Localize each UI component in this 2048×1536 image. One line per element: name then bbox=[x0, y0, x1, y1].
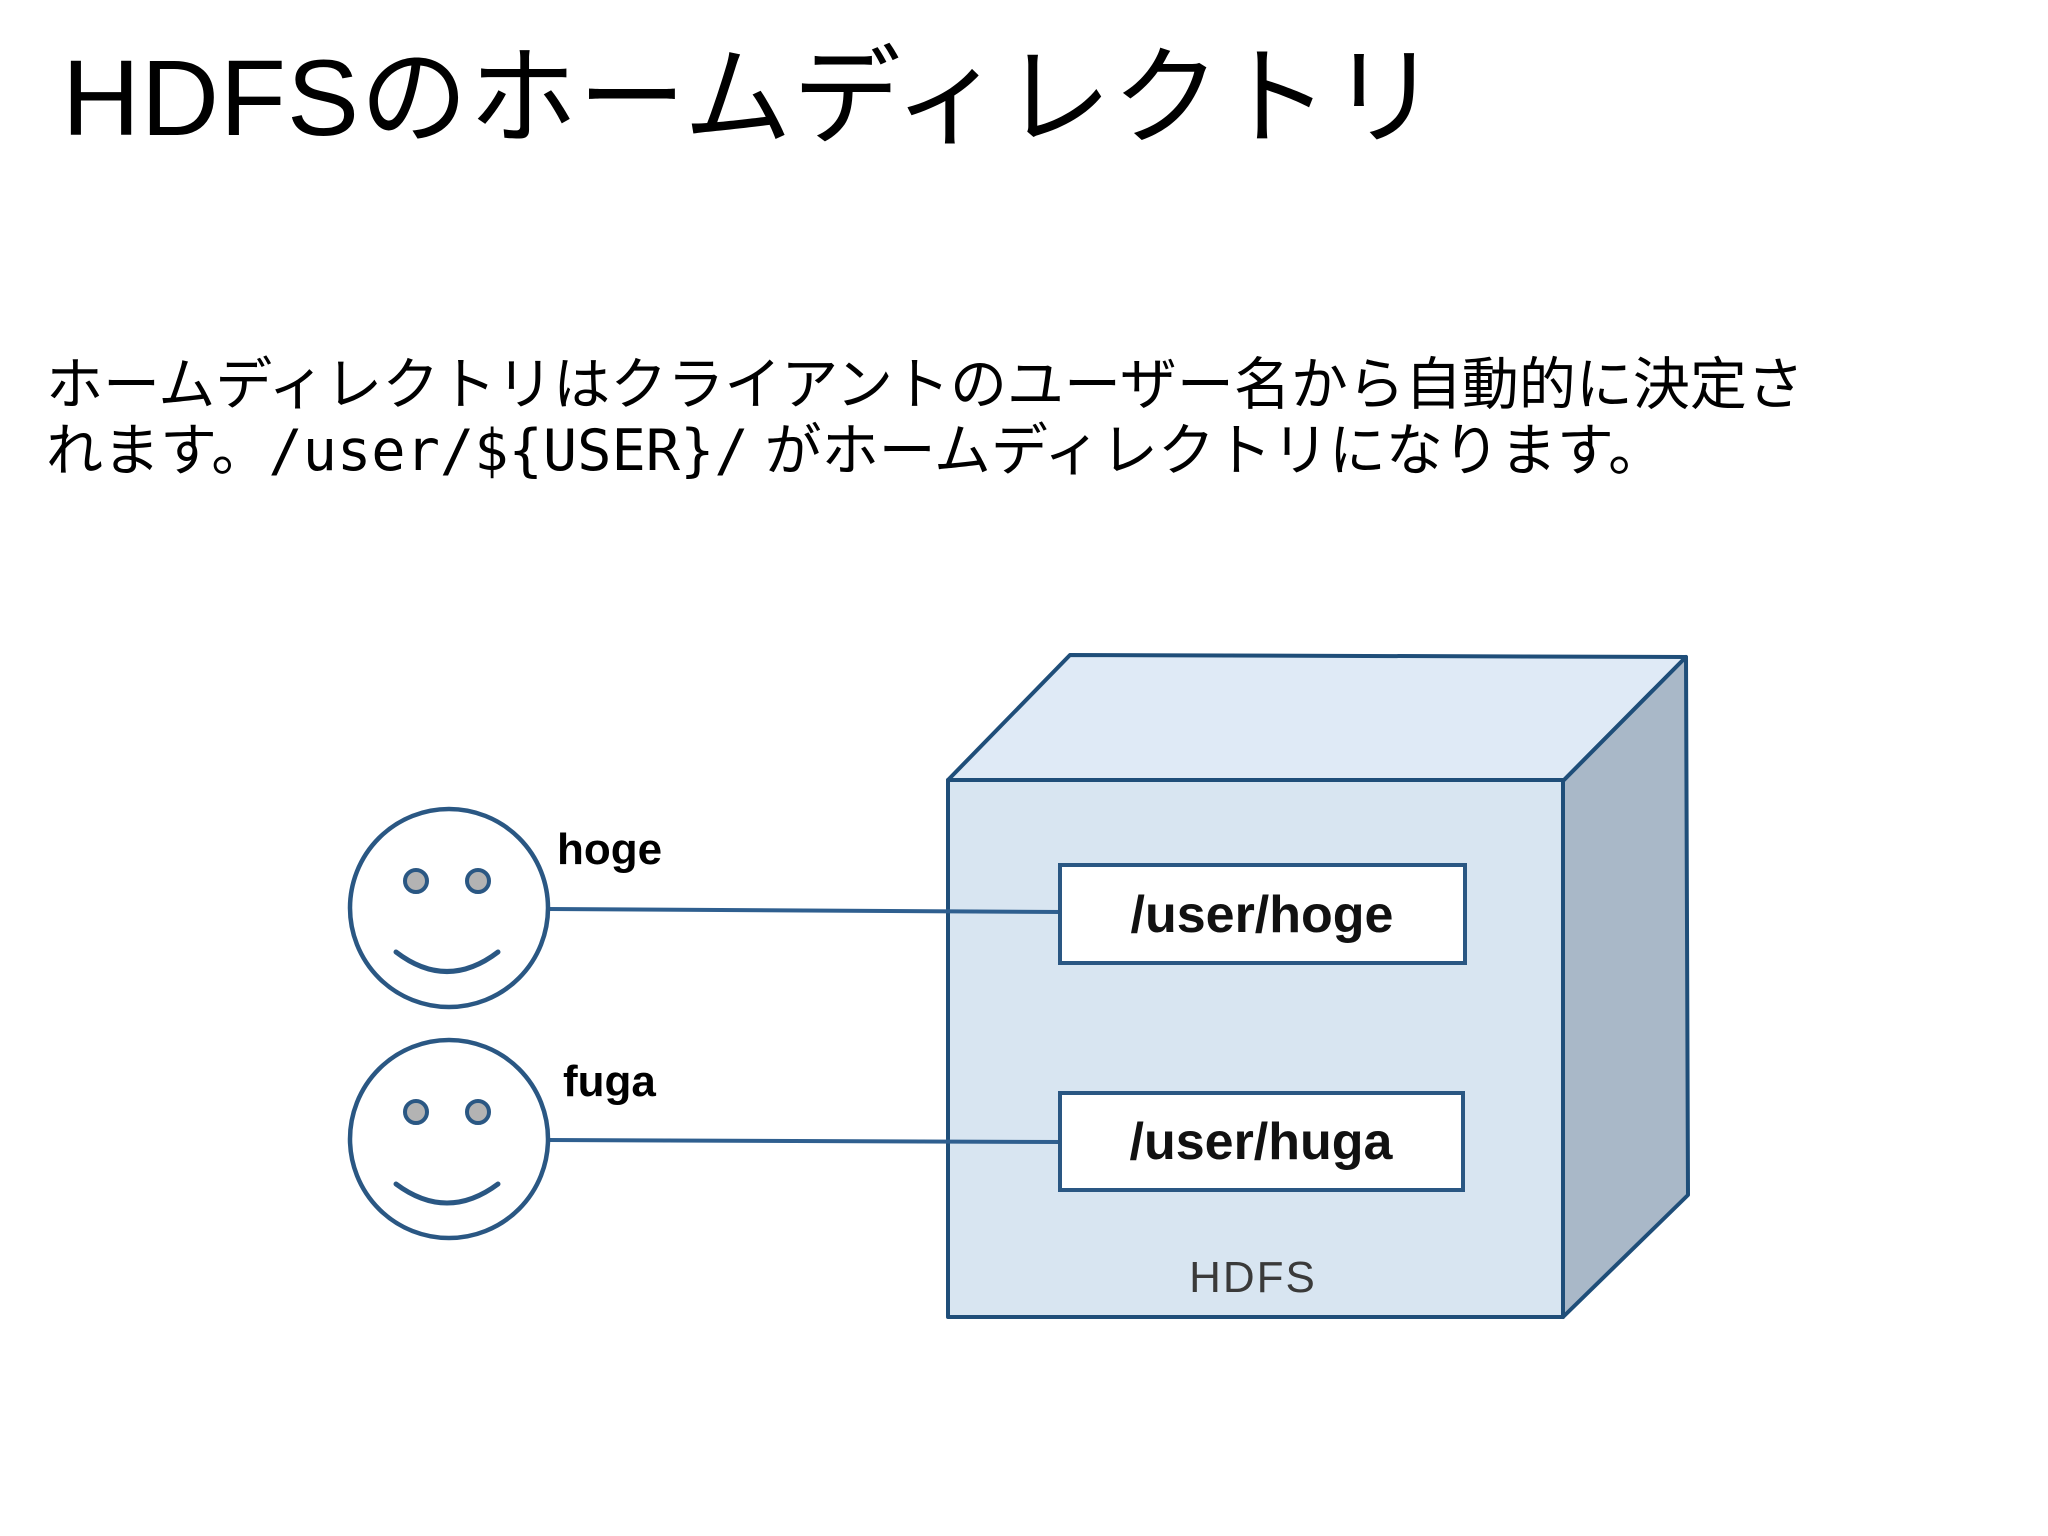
body-line-1-text: ホームディレクトリはクライアントのユーザー名から自動的に決定さ bbox=[46, 353, 1804, 417]
body-line-2-post: がホームディレクトリになります。 bbox=[748, 419, 1666, 484]
directory-box-text: /user/hoge bbox=[1131, 886, 1394, 944]
user-label-fuga: fuga bbox=[563, 1057, 656, 1106]
home-directory-path: /user/${USER}/ bbox=[268, 418, 749, 485]
eye-left bbox=[403, 1099, 429, 1125]
directory-box-text: /user/huga bbox=[1130, 1113, 1394, 1171]
hdfs-cube bbox=[946, 653, 1690, 1319]
directory-box-hoge: /user/hoge bbox=[1058, 863, 1467, 965]
face-outline bbox=[347, 806, 551, 1010]
user-face-hoge bbox=[347, 806, 551, 1010]
body-paragraph: ホームディレクトリはクライアントのユーザー名から自動的に決定さ れます。/use… bbox=[46, 352, 1804, 484]
body-line-1: ホームディレクトリはクライアントのユーザー名から自動的に決定さ bbox=[46, 352, 1804, 418]
smile bbox=[393, 1181, 501, 1206]
cube-front-face bbox=[946, 778, 1565, 1319]
connector-line-fuga bbox=[547, 1138, 1063, 1144]
eye-right bbox=[465, 1099, 491, 1125]
directory-box-fuga: /user/huga bbox=[1058, 1091, 1465, 1192]
user-face-fuga bbox=[347, 1037, 551, 1241]
body-line-2-pre: れます。 bbox=[46, 419, 269, 484]
cube-top-face bbox=[946, 653, 1688, 783]
directory-box-rect bbox=[1058, 863, 1467, 965]
page-title: HDFSのホームディレクトリ bbox=[62, 37, 1440, 158]
eye-right bbox=[465, 868, 491, 894]
body-line-2: れます。/user/${USER}/ がホームディレクトリになります。 bbox=[46, 418, 1804, 484]
user-label-hoge: hoge bbox=[557, 825, 662, 874]
hdfs-cube-label: HDFS bbox=[1189, 1253, 1317, 1302]
face-outline bbox=[347, 1037, 551, 1241]
smile bbox=[393, 949, 501, 974]
connector-line-hoge bbox=[547, 907, 1063, 914]
eye-left bbox=[403, 868, 429, 894]
directory-box-rect bbox=[1058, 1091, 1465, 1192]
